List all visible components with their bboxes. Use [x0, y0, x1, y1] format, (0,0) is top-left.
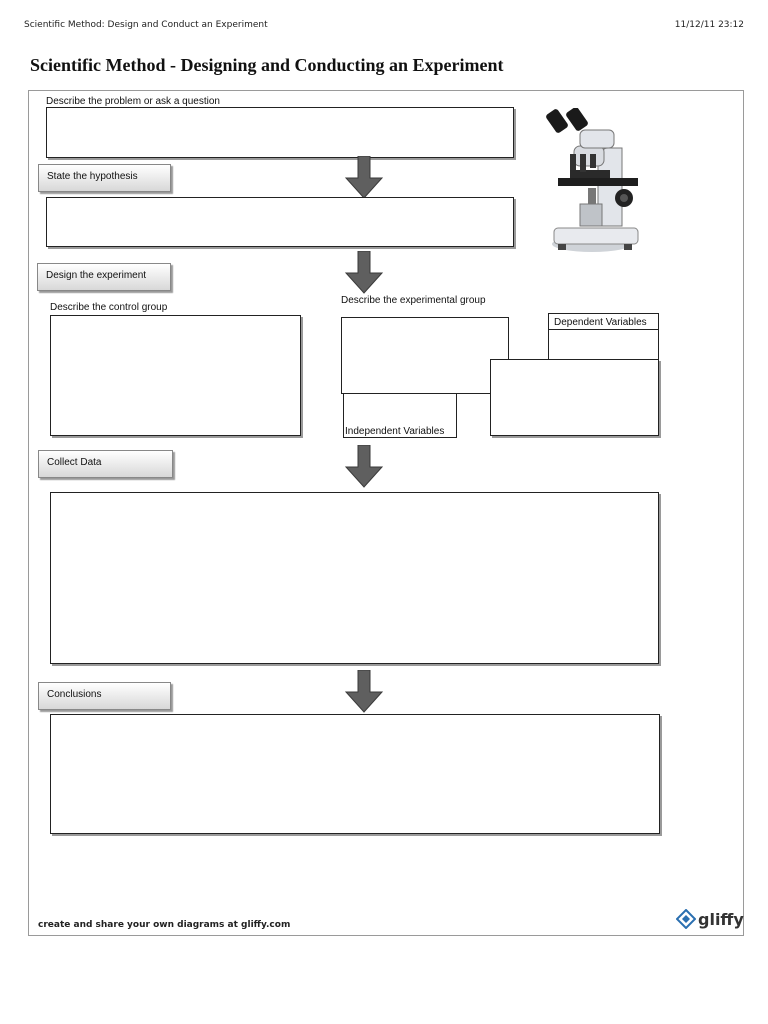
down-arrow-icon — [344, 156, 384, 199]
conclusions-button[interactable]: Conclusions — [38, 682, 171, 710]
hypothesis-box[interactable] — [46, 197, 514, 247]
timestamp: 11/12/11 23:12 — [674, 20, 744, 30]
dependent-variables-label: Dependent Variables — [554, 317, 647, 328]
down-arrow-icon — [344, 251, 384, 294]
problem-box[interactable] — [46, 107, 514, 158]
microscope-image — [546, 108, 639, 252]
diagram-title: Scientific Method - Designing and Conduc… — [30, 55, 504, 75]
control-group-label: Describe the control group — [50, 302, 168, 313]
down-arrow-icon — [344, 670, 384, 713]
gliffy-logo[interactable]: gliffy — [676, 909, 744, 929]
experimental-group-label: Describe the experimental group — [341, 295, 486, 306]
data-box[interactable] — [50, 492, 659, 664]
collect-data-button[interactable]: Collect Data — [38, 450, 173, 478]
independent-variables-frame — [343, 390, 457, 438]
down-arrow-icon — [344, 445, 384, 488]
gliffy-promo[interactable]: create and share your own diagrams at gl… — [38, 920, 291, 930]
dependent-variables-box[interactable] — [490, 359, 659, 436]
conclusions-box[interactable] — [50, 714, 660, 834]
independent-variables-label: Independent Variables — [345, 426, 445, 437]
hypothesis-button[interactable]: State the hypothesis — [38, 164, 171, 192]
control-group-box[interactable] — [50, 315, 301, 436]
problem-label: Describe the problem or ask a question — [46, 96, 220, 107]
gliffy-logo-icon — [676, 909, 696, 929]
experimental-group-box[interactable] — [341, 317, 509, 394]
gliffy-logo-text: gliffy — [698, 909, 744, 929]
page-title-header: Scientific Method: Design and Conduct an… — [24, 20, 268, 30]
dependent-divider — [548, 329, 659, 330]
dependent-variables-frame — [548, 313, 659, 363]
design-button[interactable]: Design the experiment — [37, 263, 171, 291]
